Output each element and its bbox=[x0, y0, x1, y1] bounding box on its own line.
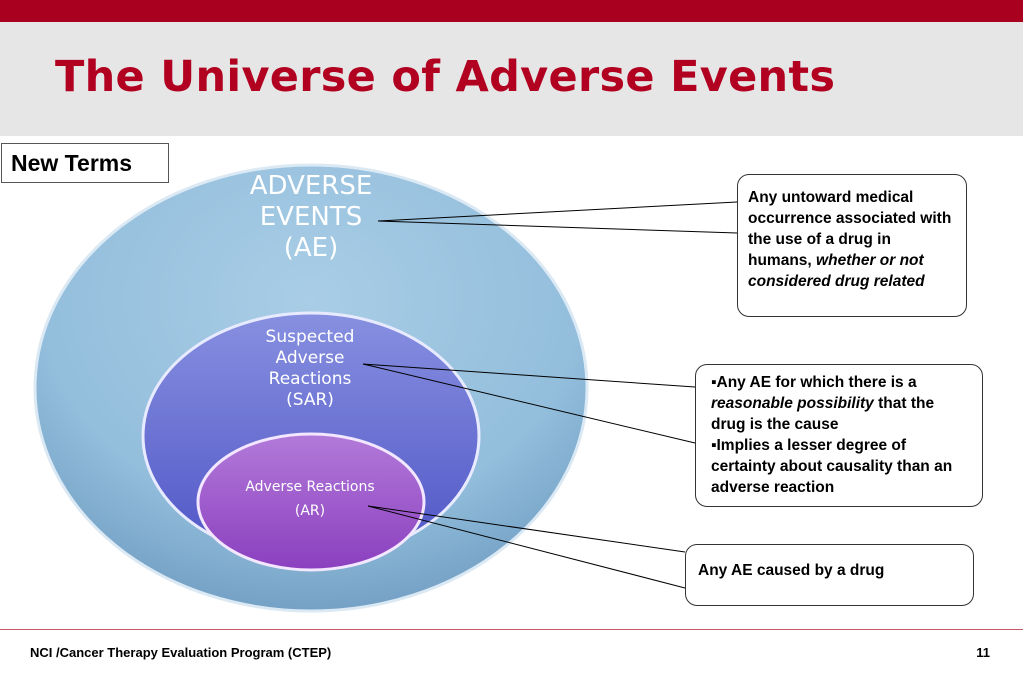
slide-title: The Universe of Adverse Events bbox=[55, 52, 836, 102]
top-accent-bar bbox=[0, 0, 1023, 22]
ae-connector bbox=[377, 201, 738, 234]
ar-definition-callout: Any AE caused by a drug bbox=[685, 544, 974, 606]
bullet-square-icon: ▪ bbox=[711, 437, 717, 454]
ae-circle-label: ADVERSE EVENTS (AE) bbox=[249, 171, 373, 263]
title-band bbox=[0, 22, 1023, 136]
bullet-square-icon: ▪ bbox=[711, 374, 717, 391]
page-number: 11 bbox=[976, 645, 990, 660]
new-terms-badge: New Terms bbox=[1, 143, 169, 183]
sar-bullet-2: ▪Implies a lesser degree of certainty ab… bbox=[711, 437, 953, 496]
ae-definition-callout: Any untoward medical occurrence associat… bbox=[737, 174, 967, 317]
footer-text: NCI /Cancer Therapy Evaluation Program (… bbox=[30, 645, 332, 660]
ar-connector bbox=[367, 505, 686, 589]
ar-circle-label: Adverse Reactions (AR) bbox=[245, 479, 375, 519]
sar-circle-label: Suspected Adverse Reactions (SAR) bbox=[265, 327, 355, 410]
ar-circle bbox=[196, 432, 426, 572]
sar-bullet-1: ▪Any AE for which there is a reasonable … bbox=[711, 374, 935, 433]
footer-divider bbox=[0, 629, 1023, 630]
sar-connector bbox=[362, 363, 696, 444]
sar-definition-callout: ▪Any AE for which there is a reasonable … bbox=[695, 364, 983, 507]
